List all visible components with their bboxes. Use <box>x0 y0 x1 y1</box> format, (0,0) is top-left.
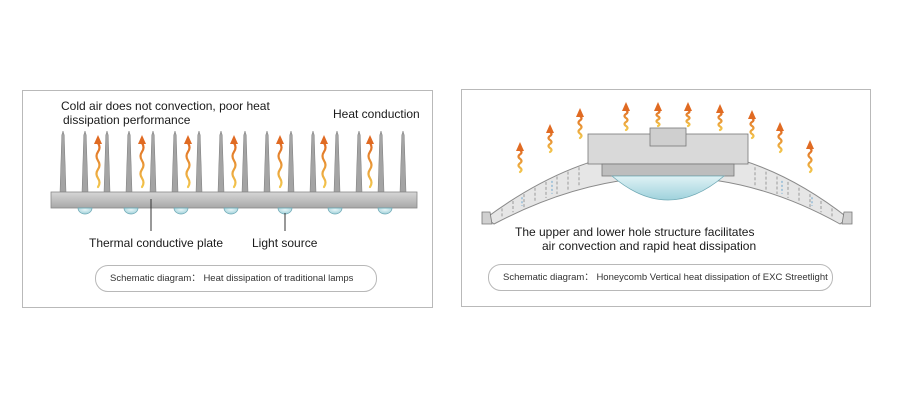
heat-arrow <box>654 102 662 128</box>
heat-sink-fin <box>81 130 89 193</box>
heat-sink-fin <box>309 130 317 193</box>
light-source-led <box>223 207 239 215</box>
heat-arrows <box>516 102 814 174</box>
heat-arrow <box>748 110 756 140</box>
light-source-led <box>173 207 189 215</box>
heat-arrow <box>806 140 814 174</box>
heat-sink-fin <box>333 130 341 193</box>
heat-sink-fin <box>149 130 157 193</box>
heat-sink-fin <box>195 130 203 193</box>
honeycomb-fins <box>501 167 833 218</box>
heat-arrow <box>576 108 584 140</box>
heat-arrows <box>94 135 374 189</box>
heat-arrow <box>230 135 238 189</box>
exc-streetlight-caption: Schematic diagram： Honeycomb Vertical he… <box>488 264 833 291</box>
heat-arrow <box>622 102 630 132</box>
heat-sink-fin <box>217 130 225 193</box>
light-source-led <box>377 207 393 215</box>
light-source-led <box>77 207 93 215</box>
heat-sink-fin <box>263 130 271 193</box>
light-sources <box>77 207 393 215</box>
traditional-lamp-caption: Schematic diagram： Heat dissipation of t… <box>95 265 377 292</box>
exc-streetlight-panel: The upper and lower hole structure facil… <box>461 89 871 307</box>
heat-arrow <box>776 122 784 154</box>
led-module-base <box>601 163 735 177</box>
heat-sink-fin <box>355 130 363 193</box>
heat-sink-fin <box>287 130 295 193</box>
heat-arrow <box>366 135 374 189</box>
heat-sink-fin <box>103 130 111 193</box>
cold-air-label-line2: dissipation performance <box>63 113 191 127</box>
housing-left-end <box>481 211 493 225</box>
traditional-lamp-panel: Cold air does not convection, poor heat … <box>22 90 433 308</box>
convection-description-line1: The upper and lower hole structure facil… <box>515 225 755 239</box>
heat-arrow <box>546 124 554 154</box>
light-source-led <box>277 207 293 215</box>
heat-arrow <box>138 135 146 189</box>
heat-conduction-label: Heat conduction <box>333 107 420 121</box>
heat-sink-fin <box>377 130 385 193</box>
traditional-lamp-diagram <box>50 130 418 231</box>
housing-right-end <box>841 211 853 225</box>
heat-sink-fin <box>59 130 67 193</box>
led-module-cap <box>649 127 687 147</box>
exc-streetlight-diagram <box>481 102 853 225</box>
heat-arrow <box>516 142 524 174</box>
thermal-plate-label: Thermal conductive plate <box>89 236 224 250</box>
heat-sink-fin <box>399 130 407 193</box>
heat-arrow <box>320 135 328 189</box>
heat-sink-fin <box>171 130 179 193</box>
optical-lens <box>610 175 726 201</box>
heat-arrow <box>276 135 284 189</box>
heat-sink-fins <box>59 130 407 193</box>
heat-arrow <box>184 135 192 189</box>
convection-description-line2: air convection and rapid heat dissipatio… <box>542 239 757 253</box>
heat-arrow <box>684 102 692 128</box>
cold-air-label-line1: Cold air does not convection, poor heat <box>61 99 270 113</box>
light-source-led <box>123 207 139 215</box>
heat-arrow <box>716 104 724 132</box>
heat-sink-fin <box>241 130 249 193</box>
thermal-conductive-plate <box>50 191 418 209</box>
light-source-led <box>327 207 343 215</box>
heat-sink-fin <box>125 130 133 193</box>
heat-arrow <box>94 135 102 189</box>
light-source-label: Light source <box>252 236 318 250</box>
